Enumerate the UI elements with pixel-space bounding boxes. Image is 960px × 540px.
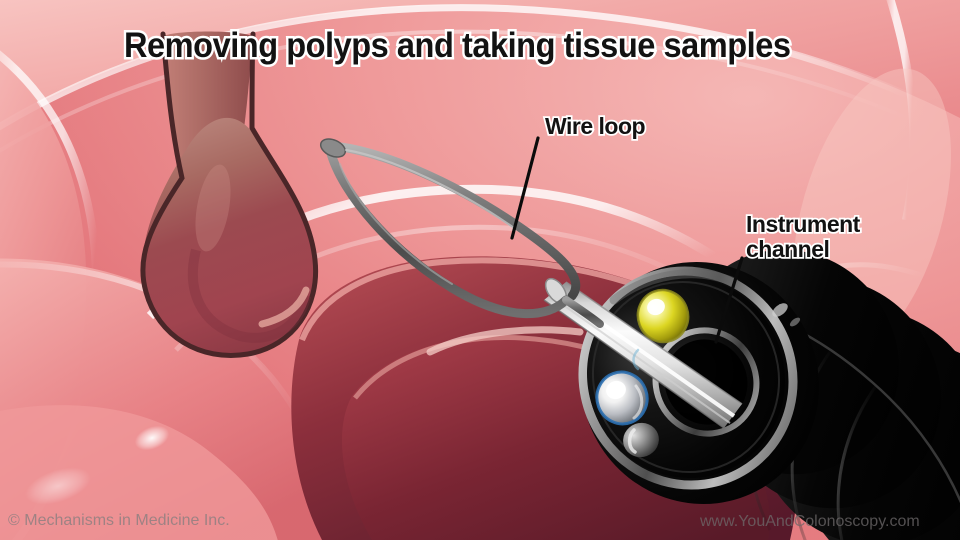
label-instrument-channel-line1: Instrument [744, 210, 862, 239]
camera-lens [595, 370, 649, 426]
water-jet-nozzle [623, 422, 659, 458]
page-title: Removing polyps and taking tissue sample… [122, 24, 794, 68]
instrument-channel-leader-line [714, 256, 744, 344]
website-watermark: www.YouAndColonoscopy.com [700, 513, 920, 530]
wire-loop-leader-line [510, 136, 540, 240]
label-instrument-channel: Instrument channel [744, 210, 862, 264]
snare-wire-loop [319, 138, 604, 328]
label-wire-loop: Wire loop [543, 111, 647, 141]
light-guide-lens [636, 288, 690, 344]
copyright-notice: © Mechanisms in Medicine Inc. [8, 512, 230, 529]
label-instrument-channel-line2: channel [744, 235, 831, 264]
